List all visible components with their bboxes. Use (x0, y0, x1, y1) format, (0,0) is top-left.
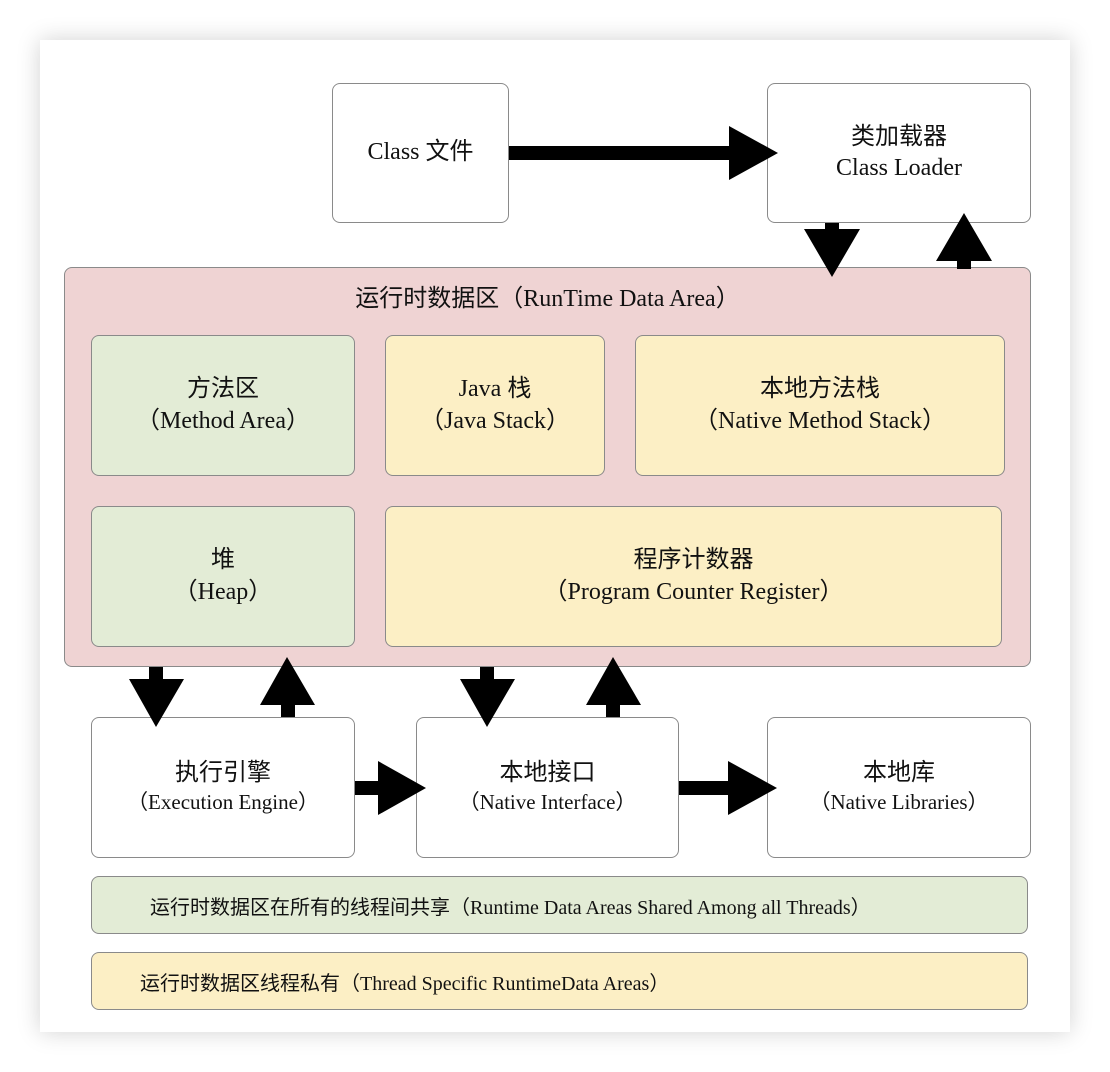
method-area-cn: 方法区 (187, 376, 259, 403)
java-stack-box: Java 栈 （Java Stack） (385, 335, 605, 476)
runtime-data-area-title: 运行时数据区（RunTime Data Area） (355, 286, 740, 312)
execution-engine-en: （Execution Engine） (127, 790, 319, 815)
method-area-box: 方法区 （Method Area） (91, 335, 355, 476)
legend-private: 运行时数据区线程私有（Thread Specific RuntimeData A… (91, 952, 1028, 1010)
heap-en: （Heap） (173, 578, 273, 605)
class-file-box: Class 文件 (332, 83, 509, 223)
native-method-stack-cn: 本地方法栈 (760, 376, 880, 403)
method-area-en: （Method Area） (136, 407, 310, 434)
native-method-stack-box: 本地方法栈 （Native Method Stack） (635, 335, 1005, 476)
class-loader-en: Class Loader (836, 155, 962, 181)
legend-private-label: 运行时数据区线程私有（Thread Specific RuntimeData A… (140, 972, 670, 995)
class-loader-box: 类加载器 Class Loader (767, 83, 1031, 223)
java-stack-cn: Java 栈 (458, 376, 532, 403)
arrow-runtime-to-loader (936, 213, 992, 269)
legend-shared-label: 运行时数据区在所有的线程间共享（Runtime Data Areas Share… (150, 896, 871, 919)
native-interface-box: 本地接口 （Native Interface） (416, 717, 679, 858)
native-interface-cn: 本地接口 (499, 760, 596, 787)
pc-register-en: （Program Counter Register） (543, 578, 844, 605)
legend-shared: 运行时数据区在所有的线程间共享（Runtime Data Areas Share… (91, 876, 1028, 934)
class-file-label: Class 文件 (367, 139, 474, 166)
arrow-engine-to-interface (355, 761, 426, 815)
class-loader-cn: 类加载器 (851, 123, 947, 150)
native-interface-en: （Native Interface） (458, 790, 637, 815)
arrow-loader-to-runtime (804, 223, 860, 277)
native-libraries-cn: 本地库 (863, 760, 935, 787)
native-libraries-en: （Native Libraries） (809, 790, 989, 815)
arrow-classfile-to-loader (509, 126, 778, 180)
arrow-runtime-to-engine (129, 667, 184, 727)
execution-engine-box: 执行引擎 （Execution Engine） (91, 717, 355, 858)
native-method-stack-en: （Native Method Stack） (694, 407, 946, 434)
arrow-engine-to-runtime (260, 657, 315, 717)
arrow-runtime-to-interface (460, 667, 515, 727)
pc-register-box: 程序计数器 （Program Counter Register） (385, 506, 1002, 647)
heap-box: 堆 （Heap） (91, 506, 355, 647)
java-stack-en: （Java Stack） (420, 407, 570, 434)
arrow-interface-to-libraries (679, 761, 777, 815)
heap-cn: 堆 (211, 547, 235, 574)
execution-engine-cn: 执行引擎 (175, 760, 271, 787)
pc-register-cn: 程序计数器 (633, 547, 754, 574)
native-libraries-box: 本地库 （Native Libraries） (767, 717, 1031, 858)
arrow-interface-to-runtime (586, 657, 641, 717)
